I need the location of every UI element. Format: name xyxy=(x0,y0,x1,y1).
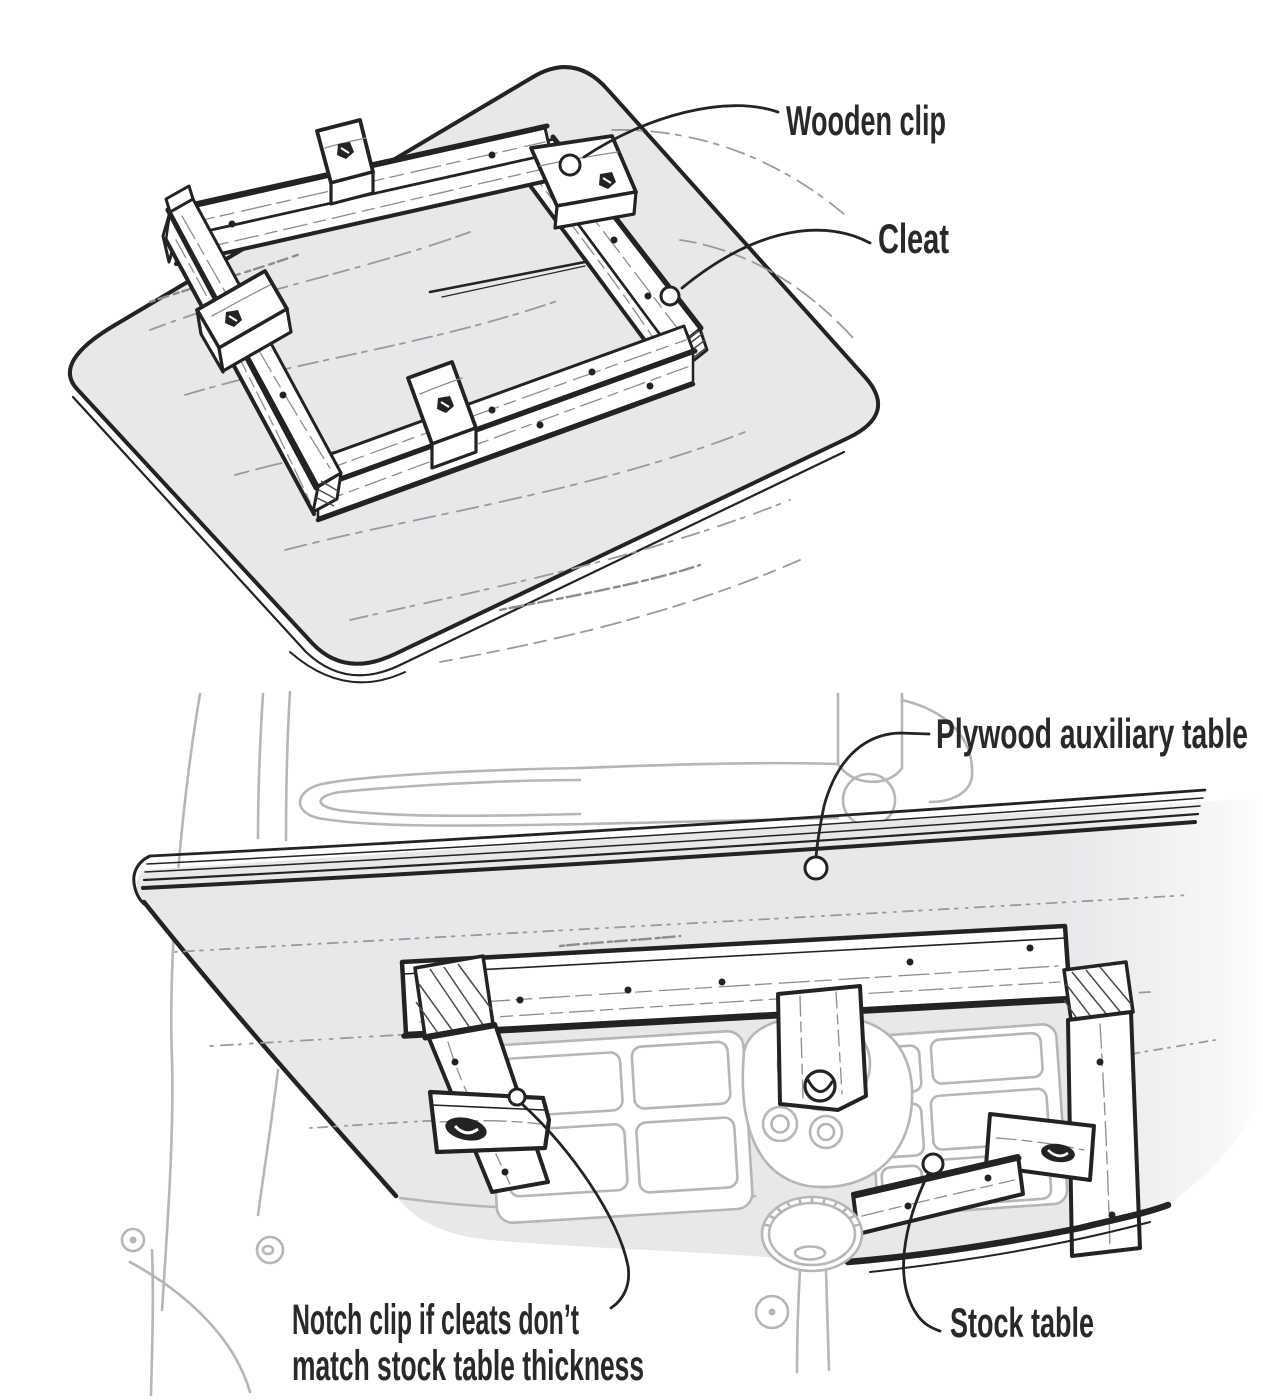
leader-dot-wooden-clip xyxy=(558,153,582,177)
label-notch-clip-line2: match stock table thickness xyxy=(292,1342,644,1390)
wooden-clip-bottom xyxy=(406,360,478,470)
mounting-bolts xyxy=(761,1105,844,1150)
wooden-clip-top-middle xyxy=(315,118,375,206)
machine-head xyxy=(836,692,974,828)
label-stock-table: Stock table xyxy=(950,1299,1094,1346)
cleat-se xyxy=(301,324,698,523)
cleat-top-horizontal xyxy=(399,923,1073,1039)
leader-line-wooden-clip xyxy=(582,104,780,159)
label-plywood-auxiliary-table: Plywood auxiliary table xyxy=(936,710,1248,757)
label-wooden-clip: Wooden clip xyxy=(786,97,946,144)
plywood-board xyxy=(67,65,881,666)
crank-knob xyxy=(754,1195,864,1374)
leader-line-stock-table xyxy=(902,1170,942,1333)
machine-arm xyxy=(298,761,840,827)
label-cleat: Cleat xyxy=(878,215,949,262)
leader-line-notch-clip xyxy=(520,1102,631,1310)
leader-line-plywood-table xyxy=(814,731,931,859)
base-screw xyxy=(255,1235,285,1265)
board-thickness-lines xyxy=(71,395,846,684)
leader-line-cleat xyxy=(680,228,872,290)
bottom-illustration: Plywood auxiliary table Notch clip if cl… xyxy=(120,690,1263,1397)
leader-dot-notch-clip xyxy=(507,1087,527,1107)
label-notch-clip-line1: Notch clip if cleats don’t xyxy=(292,1296,579,1344)
wooden-clip-left xyxy=(195,269,293,374)
leader-dot-stock-table xyxy=(921,1152,945,1176)
wooden-clips-top-figure xyxy=(195,118,638,470)
wooden-clip-corner xyxy=(529,134,638,230)
cleat-bottom xyxy=(851,1154,1025,1236)
wooden-clip-left-bottom xyxy=(427,1089,552,1155)
screw-mark xyxy=(445,1117,487,1141)
leader-dot-plywood-table xyxy=(803,855,829,881)
screw-mark xyxy=(803,1069,837,1103)
cleat-right-vertical xyxy=(1062,960,1142,1258)
wooden-clip-middle xyxy=(776,984,868,1112)
machine-column xyxy=(120,690,292,1397)
leader-dot-cleat xyxy=(659,285,681,307)
screw-mark xyxy=(1041,1143,1075,1163)
slab-left-edge xyxy=(141,899,399,1199)
slab-edge-lines xyxy=(132,788,1207,1211)
saw-kerf xyxy=(428,260,587,298)
top-illustration: Wooden clip Cleat xyxy=(67,65,949,684)
